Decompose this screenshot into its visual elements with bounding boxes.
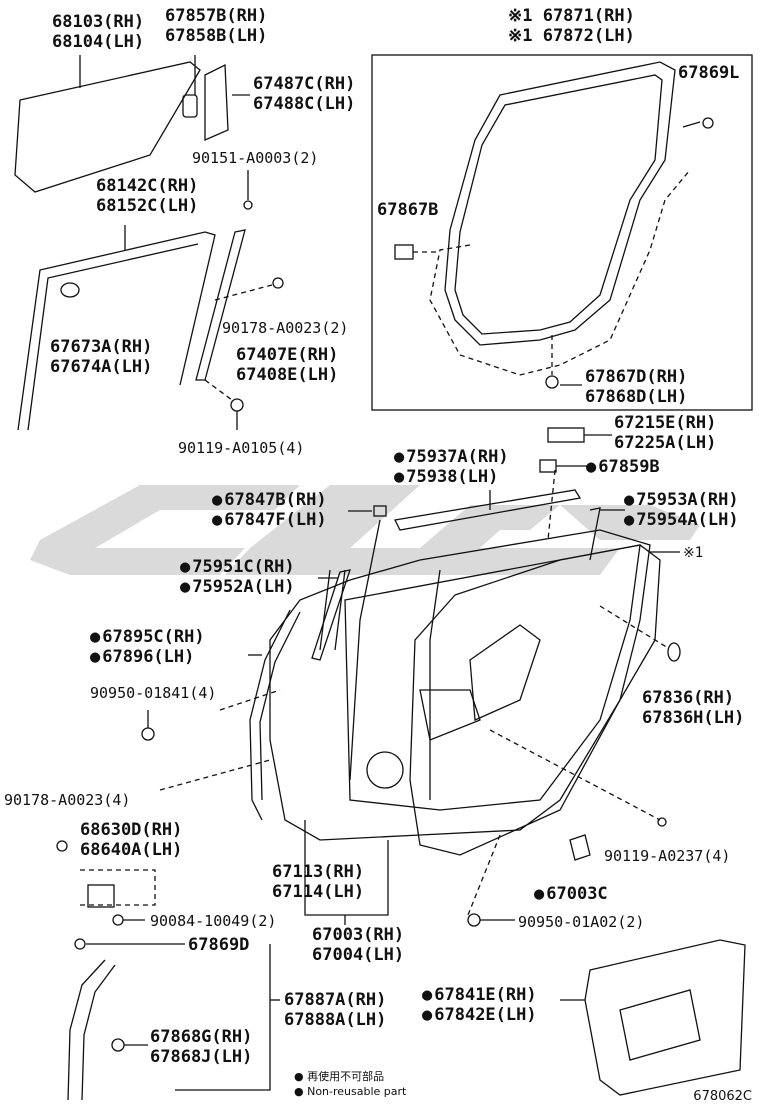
label-67673A: 67673A(RH) <box>50 337 153 357</box>
left-weatherstrip-shape <box>249 609 291 821</box>
garnish-piece-shape <box>204 63 229 141</box>
label-67871: ※1 67871(RH) <box>508 6 635 26</box>
label-67004: 67004(LH) <box>312 945 405 965</box>
label-75951C: 75951C(RH) <box>180 557 294 577</box>
lower-weatherstrip-shape <box>67 959 106 1101</box>
label-68104: 68104(LH) <box>52 32 145 52</box>
label-75938: 75938(LH) <box>394 467 498 487</box>
door-weatherstrip-shape <box>444 61 676 346</box>
label-67836: 67836(RH) <box>642 688 735 708</box>
label-68152C: 68152C(LH) <box>96 196 199 216</box>
label-67857B: 67857B(RH) <box>165 6 268 26</box>
door-trim-panel-shape <box>584 939 746 1096</box>
label-67888A: 67888A(LH) <box>284 1010 387 1030</box>
label-67859B: 67859B <box>586 457 659 477</box>
label-90950-a: 90950-01841(4) <box>90 684 217 702</box>
label-67867D: 67867D(RH) <box>585 367 688 387</box>
label-67215E: 67215E(RH) <box>614 413 717 433</box>
label-90119-b: 90119-A0237(4) <box>604 847 731 865</box>
label-67895C: 67895C(RH) <box>90 627 204 647</box>
label-67842E: 67842E(LH) <box>422 1005 536 1025</box>
label-90178-a: 90178-A0023(2) <box>222 319 349 337</box>
label-67887A: 67887A(RH) <box>284 990 387 1010</box>
label-67858B: 67858B(LH) <box>165 26 268 46</box>
run-channel-shape <box>17 231 216 431</box>
label-75937A: 75937A(RH) <box>394 447 508 467</box>
label-68640A: 68640A(LH) <box>80 840 183 860</box>
legend-japanese: ● 再使用不可部品 <box>294 1070 385 1083</box>
garnish-small-shape <box>182 94 198 118</box>
label-ref1: ※1 <box>683 545 704 561</box>
label-68103: 68103(RH) <box>52 12 145 32</box>
label-67847B: 67847B(RH) <box>212 490 326 510</box>
label-67869L: 67869L <box>678 63 740 83</box>
label-75952A: 75952A(LH) <box>180 577 294 597</box>
label-67841E: 67841E(RH) <box>422 985 536 1005</box>
label-67487C: 67487C(RH) <box>253 74 356 94</box>
label-67867B: 67867B <box>377 200 439 220</box>
label-67872: ※1 67872(LH) <box>508 26 635 46</box>
label-68142C: 68142C(RH) <box>96 176 199 196</box>
label-67896: 67896(LH) <box>90 647 194 667</box>
label-67113: 67113(RH) <box>272 862 365 882</box>
legend-english: ● Non-reusable part <box>294 1085 407 1098</box>
label-67488C: 67488C(LH) <box>253 94 356 114</box>
label-90084: 90084-10049(2) <box>150 912 277 930</box>
label-67674A: 67674A(LH) <box>50 357 153 377</box>
label-67003: 67003(RH) <box>312 925 405 945</box>
label-68630D: 68630D(RH) <box>80 820 183 840</box>
label-90151: 90151-A0003(2) <box>192 149 319 167</box>
label-67836H: 67836H(LH) <box>642 708 745 728</box>
label-67868J: 67868J(LH) <box>150 1047 253 1067</box>
label-67225A: 67225A(LH) <box>614 433 717 453</box>
diagram-code: 678062C <box>693 1089 752 1104</box>
label-67869D: 67869D <box>188 935 250 955</box>
rear-door-panel-shape <box>269 529 651 841</box>
label-75954A: 75954A(LH) <box>624 510 738 530</box>
label-67868G: 67868G(RH) <box>150 1027 253 1047</box>
label-90178-b: 90178-A0023(4) <box>4 791 131 809</box>
label-67407E: 67407E(RH) <box>236 345 339 365</box>
weatherstrip-inset-box <box>371 54 753 411</box>
belt-moulding-shape <box>394 489 582 531</box>
label-67408E: 67408E(LH) <box>236 365 339 385</box>
label-67868D: 67868D(LH) <box>585 387 688 407</box>
label-90119-a: 90119-A0105(4) <box>178 439 305 457</box>
door-glass-shape <box>14 61 201 193</box>
label-90950-b: 90950-01A02(2) <box>518 913 645 931</box>
label-67847F: 67847F(LH) <box>212 510 326 530</box>
outer-weatherstrip-shape <box>409 544 661 856</box>
label-67114: 67114(LH) <box>272 882 365 902</box>
label-75953A: 75953A(RH) <box>624 490 738 510</box>
label-67003C: 67003C <box>534 884 607 904</box>
